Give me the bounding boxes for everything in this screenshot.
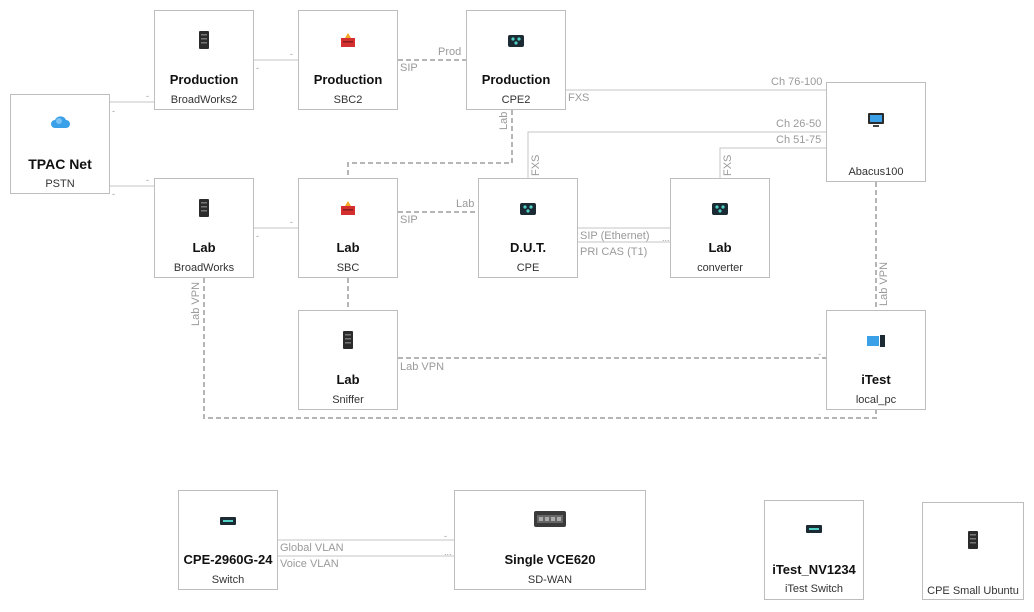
node-itest-nv1234[interactable]: iTest_NV1234 iTest Switch: [764, 500, 864, 600]
link-label-ch-51-75: Ch 51-75: [776, 134, 822, 146]
cloud-icon: [11, 115, 109, 129]
node-subtitle: Switch: [211, 574, 245, 586]
pc-icon: [827, 335, 925, 347]
endpoint-tick: ...: [662, 233, 670, 243]
node-production-cpe2[interactable]: Production CPE2: [466, 10, 566, 110]
endpoint-tick: -: [818, 349, 821, 359]
link-conv-abacus: [719, 147, 826, 178]
node-subtitle: iTest Switch: [784, 583, 844, 595]
node-title: iTest: [861, 372, 891, 387]
link-label-lab-vpn-mid: Lab VPN: [400, 361, 445, 373]
server-icon: [923, 531, 1023, 549]
endpoint-tick: -: [290, 217, 293, 227]
router-icon: [467, 35, 565, 47]
node-lab-sbc[interactable]: Lab SBC: [298, 178, 398, 278]
endpoint-tick: -: [256, 231, 259, 241]
endpoint-tick: ...: [444, 547, 452, 557]
endpoint-tick: -: [112, 189, 115, 199]
node-subtitle: BroadWorks2: [170, 94, 238, 106]
node-subtitle: converter: [697, 262, 743, 274]
link-lab-bw-itest: [203, 278, 877, 419]
node-single-vce620[interactable]: Single VCE620 SD-WAN: [454, 490, 646, 590]
node-production-broadworks2[interactable]: Production BroadWorks2: [154, 10, 254, 110]
node-lab-broadworks[interactable]: Lab BroadWorks: [154, 178, 254, 278]
node-subtitle: CPE: [516, 262, 540, 274]
node-subtitle: SD-WAN: [527, 574, 573, 586]
link-label-fxs-prod: FXS: [568, 92, 590, 104]
node-lab-sniffer[interactable]: Lab Sniffer: [298, 310, 398, 410]
node-subtitle: SBC: [336, 262, 360, 274]
node-subtitle: CPE2: [501, 94, 531, 106]
switch-icon: [179, 517, 277, 525]
server-icon: [155, 199, 253, 217]
link-label-sip-eth: SIP (Ethernet): [580, 230, 650, 242]
node-production-sbc2[interactable]: Production SBC2: [298, 10, 398, 110]
node-title: Production: [481, 72, 551, 87]
node-title: Single VCE620: [504, 552, 596, 567]
node-title: Lab: [336, 240, 360, 255]
link-label-pri-cas: PRI CAS (T1): [580, 246, 648, 258]
endpoint-tick: -: [290, 49, 293, 59]
firewall-icon: [299, 33, 397, 47]
node-title: CPE-2960G-24: [183, 552, 273, 567]
node-itest-local-pc[interactable]: iTest local_pc: [826, 310, 926, 410]
node-title: Production: [313, 72, 383, 87]
node-cpe-2960g-24[interactable]: CPE-2960G-24 Switch: [178, 490, 278, 590]
link-label-ch-26-50: Ch 26-50: [776, 118, 822, 130]
node-title: Lab: [336, 372, 360, 387]
node-subtitle: Sniffer: [332, 394, 364, 406]
node-title: Lab: [708, 240, 732, 255]
node-tpac-net[interactable]: TPAC Net PSTN: [10, 94, 110, 194]
firewall-icon: [299, 201, 397, 215]
endpoint-tick: -: [146, 175, 149, 185]
node-subtitle: CPE Small Ubuntu: [927, 585, 1019, 597]
link-prod-cpe-lab-sbc: [347, 110, 513, 178]
link-label-prod-sip: SIP: [400, 62, 418, 74]
server-icon: [299, 331, 397, 349]
node-subtitle: local_pc: [855, 394, 897, 406]
node-title: TPAC Net: [28, 156, 92, 172]
link-label-lab-sip: SIP: [400, 214, 418, 226]
node-subtitle: Abacus100: [848, 166, 904, 178]
link-label-conv-fxs: FXS: [722, 154, 734, 176]
node-dut-cpe[interactable]: D.U.T. CPE: [478, 178, 578, 278]
node-title: Lab: [192, 240, 216, 255]
link-label-lab-vpn-right: Lab VPN: [878, 261, 890, 306]
node-title: Production: [169, 72, 239, 87]
endpoint-tick: -: [256, 63, 259, 73]
link-label-voice-vlan: Voice VLAN: [280, 558, 339, 570]
node-lab-converter[interactable]: Lab converter: [670, 178, 770, 278]
link-label-lab-vpn-left: Lab VPN: [190, 281, 202, 326]
router-icon: [671, 203, 769, 215]
switch-icon: [765, 525, 863, 533]
node-title: D.U.T.: [509, 240, 547, 255]
monitor-icon: [827, 113, 925, 127]
node-cpe-small-ubuntu[interactable]: CPE Small Ubuntu: [922, 502, 1024, 600]
node-title: iTest_NV1234: [772, 562, 856, 577]
link-label-ch-76-100: Ch 76-100: [771, 76, 823, 88]
link-label-prod-prod: Prod: [438, 46, 462, 58]
node-subtitle: BroadWorks: [173, 262, 235, 274]
node-abacus100[interactable]: Abacus100: [826, 82, 926, 182]
server-icon: [155, 31, 253, 49]
endpoint-tick: -: [112, 106, 115, 116]
router-icon: [479, 203, 577, 215]
endpoint-tick: -: [146, 91, 149, 101]
appliance-icon: [455, 511, 645, 527]
node-subtitle: PSTN: [45, 178, 75, 190]
link-label-global-vlan: Global VLAN: [280, 542, 344, 554]
link-dut-abacus: [527, 131, 826, 178]
endpoint-tick: -: [444, 531, 447, 541]
link-label-dut-fxs: FXS: [530, 154, 542, 176]
link-label-lab-lab: Lab: [456, 198, 475, 210]
node-subtitle: SBC2: [333, 94, 363, 106]
link-label-lab-up: Lab: [498, 111, 510, 130]
